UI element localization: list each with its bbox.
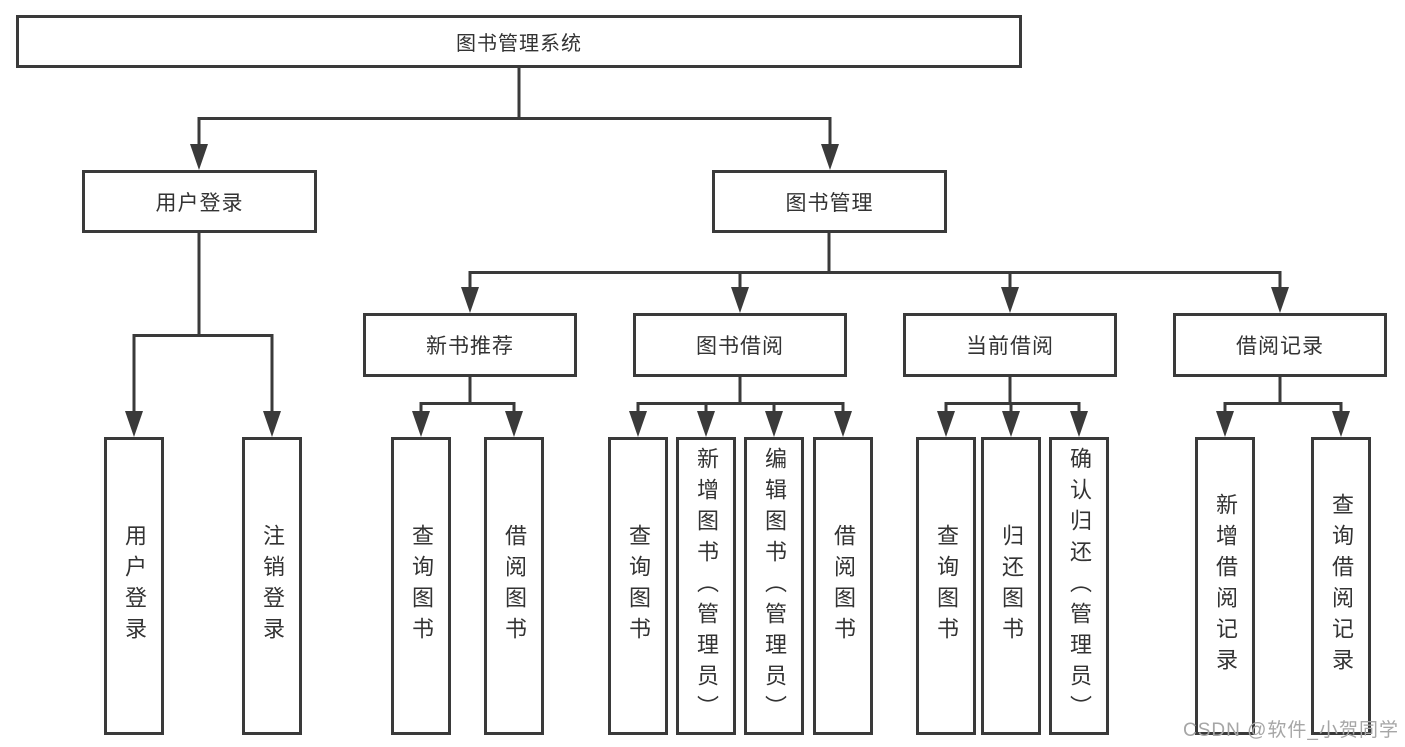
node-leaf-borrow-edit-admin: 编辑图书（管理员） xyxy=(744,437,804,735)
node-book-management: 图书管理 xyxy=(712,170,947,233)
node-new-book-recommend-label: 新书推荐 xyxy=(426,335,514,358)
arrow-to-leaf-borrow-1 xyxy=(697,411,715,437)
arrow-to-leaf-newbook-1 xyxy=(505,411,523,437)
node-leaf-borrow-query: 查询图书 xyxy=(608,437,668,735)
node-root-label: 图书管理系统 xyxy=(456,33,582,55)
node-root: 图书管理系统 xyxy=(16,15,1022,68)
arrow-to-leaf-records-1 xyxy=(1332,411,1350,437)
arrow-to-records xyxy=(1271,287,1289,313)
node-leaf-current-query-label: 查询图书 xyxy=(934,524,959,648)
node-leaf-newbook-borrow: 借阅图书 xyxy=(484,437,544,735)
arrow-to-borrow xyxy=(731,287,749,313)
arrow-to-leaf-user-1 xyxy=(263,411,281,437)
node-leaf-user-login-label: 用户登录 xyxy=(122,524,147,648)
arrow-to-leaf-borrow-0 xyxy=(629,411,647,437)
arrow-to-leaf-borrow-3 xyxy=(834,411,852,437)
node-leaf-user-login: 用户登录 xyxy=(104,437,164,735)
arrow-to-leaf-current-1 xyxy=(1002,411,1020,437)
arrow-to-leaf-user-0 xyxy=(125,411,143,437)
arrow-to-newbook xyxy=(461,287,479,313)
node-leaf-newbook-query: 查询图书 xyxy=(391,437,451,735)
arrow-to-leaf-newbook-0 xyxy=(412,411,430,437)
node-leaf-borrow-query-label: 查询图书 xyxy=(626,524,651,648)
node-leaf-logout: 注销登录 xyxy=(242,437,302,735)
arrow-to-leaf-current-0 xyxy=(937,411,955,437)
arrow-to-leaf-borrow-2 xyxy=(765,411,783,437)
node-leaf-current-return: 归还图书 xyxy=(981,437,1041,735)
node-leaf-borrow-add-admin: 新增图书（管理员） xyxy=(676,437,736,735)
arrow-to-leaf-current-2 xyxy=(1070,411,1088,437)
arrow-to-book-management xyxy=(821,144,839,170)
node-leaf-current-confirm-admin-label: 确认归还（管理员） xyxy=(1067,446,1092,726)
node-leaf-borrow-borrow: 借阅图书 xyxy=(813,437,873,735)
arrow-to-user-login xyxy=(190,144,208,170)
node-book-borrow: 图书借阅 xyxy=(633,313,847,377)
node-current-borrow: 当前借阅 xyxy=(903,313,1117,377)
node-leaf-newbook-query-label: 查询图书 xyxy=(409,524,434,648)
arrow-to-leaf-records-0 xyxy=(1216,411,1234,437)
node-new-book-recommend: 新书推荐 xyxy=(363,313,577,377)
node-borrow-records: 借阅记录 xyxy=(1173,313,1387,377)
node-leaf-records-query-label: 查询借阅记录 xyxy=(1329,493,1354,679)
watermark: CSDN @软件_小贺同学 xyxy=(1183,720,1399,741)
node-leaf-current-confirm-admin: 确认归还（管理员） xyxy=(1049,437,1109,735)
node-book-borrow-label: 图书借阅 xyxy=(696,335,784,358)
node-user-login-label: 用户登录 xyxy=(155,191,244,215)
node-current-borrow-label: 当前借阅 xyxy=(966,335,1054,358)
node-leaf-records-query: 查询借阅记录 xyxy=(1311,437,1371,735)
node-leaf-borrow-borrow-label: 借阅图书 xyxy=(831,524,856,648)
node-leaf-logout-label: 注销登录 xyxy=(260,524,285,648)
node-book-management-label: 图书管理 xyxy=(785,191,874,215)
node-borrow-records-label: 借阅记录 xyxy=(1236,335,1324,358)
node-leaf-borrow-add-admin-label: 新增图书（管理员） xyxy=(694,446,719,726)
node-leaf-records-add-label: 新增借阅记录 xyxy=(1213,493,1238,679)
node-leaf-newbook-borrow-label: 借阅图书 xyxy=(502,524,527,648)
node-leaf-current-return-label: 归还图书 xyxy=(999,524,1024,648)
node-user-login: 用户登录 xyxy=(82,170,317,233)
node-leaf-records-add: 新增借阅记录 xyxy=(1195,437,1255,735)
node-leaf-borrow-edit-admin-label: 编辑图书（管理员） xyxy=(762,446,787,726)
arrow-to-current xyxy=(1001,287,1019,313)
node-leaf-current-query: 查询图书 xyxy=(916,437,976,735)
